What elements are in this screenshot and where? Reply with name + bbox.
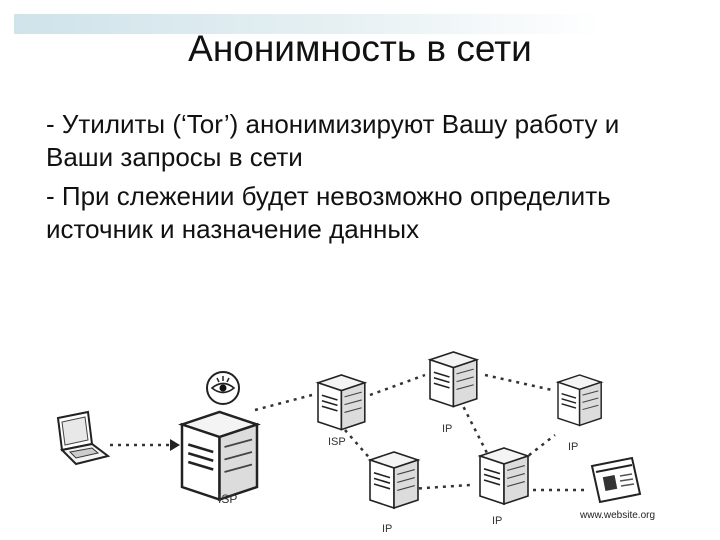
bullet-list: - Утилиты (‘Tor’) анонимизируют Вашу раб…	[46, 108, 666, 252]
webpage-icon	[590, 456, 642, 504]
server-icon	[369, 451, 419, 509]
server-icon	[317, 374, 366, 431]
arrow-head	[170, 439, 180, 451]
label-ip-top: IP	[442, 423, 452, 435]
bullet-item-1: - Утилиты (‘Tor’) анонимизируют Вашу раб…	[46, 109, 620, 172]
label-isp-main: ISP	[218, 492, 237, 506]
label-website: www.website.org	[579, 510, 655, 521]
title-decor-band	[14, 14, 604, 34]
slide-title: Анонимность в сети	[188, 28, 532, 69]
label-isp-second: ISP	[328, 436, 346, 448]
laptop-icon	[56, 410, 111, 466]
label-ip-right: IP	[568, 441, 578, 453]
server-icon	[479, 447, 529, 505]
server-icon	[180, 410, 259, 501]
server-icon	[557, 374, 602, 427]
network-diagram: ISP ISP IP IP IP IP www.website.org	[56, 351, 655, 535]
label-ip-bottom-right: IP	[492, 515, 502, 527]
server-icon	[429, 351, 478, 408]
label-ip-bottom-left: IP	[382, 523, 392, 535]
bullet-item-2: - При слежении будет невозможно определи…	[46, 181, 611, 244]
eye-icon	[206, 371, 240, 405]
